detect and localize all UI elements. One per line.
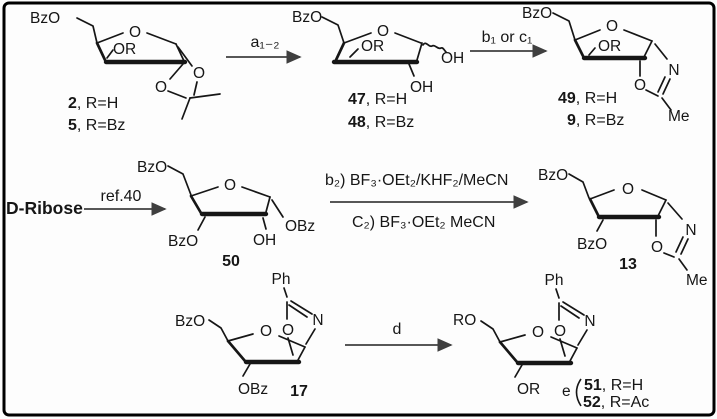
structure-50: BzO O OBz OH BzO 50 xyxy=(137,159,315,270)
reagent-label-b2: b₂) BF₃·OEt₂/KHF₂/MeCN xyxy=(325,172,508,189)
step-e-group: e 51, R=H 52, R=Ac xyxy=(562,377,649,411)
compound-substituent: , R=Bz xyxy=(576,112,624,129)
label-bzo-top: BzO xyxy=(538,167,568,184)
label-ph: Ph xyxy=(272,271,291,288)
compound-label-9: 9, R=Bz xyxy=(567,112,624,129)
label-bzo-top: BzO xyxy=(137,159,167,176)
compound-substituent: , R=H xyxy=(77,95,118,112)
compound-number: 9 xyxy=(567,112,576,129)
bonds-50 xyxy=(167,165,284,231)
structure-51-52: Ph RO O O N OR xyxy=(453,272,596,398)
ring-oxygen: O xyxy=(606,18,618,35)
label-bzo: BzO xyxy=(30,10,60,27)
label-anomeric-oh: OH xyxy=(441,50,464,67)
compound-label-49: 49, R=H xyxy=(558,90,617,107)
reagent-label-e: e xyxy=(562,383,571,400)
compound-label-51: 51, R=H xyxy=(584,377,643,394)
label-obz: OBz xyxy=(238,381,268,398)
bonds-17 xyxy=(208,287,316,377)
oxazoline-nitrogen: N xyxy=(668,62,679,79)
label-or: OR xyxy=(517,381,540,398)
compound-label-13: 13 xyxy=(619,256,637,273)
reagent-label-ref40: ref.40 xyxy=(101,188,142,205)
label-bzo-bottom: BzO xyxy=(577,236,607,253)
compound-label-50: 50 xyxy=(222,253,240,270)
label-or: OR xyxy=(598,38,621,55)
label-me: Me xyxy=(668,108,690,125)
acetonide-oxygen-2: O xyxy=(155,79,167,96)
reaction-arrow-d: d xyxy=(345,321,453,352)
acetonide-oxygen-1: O xyxy=(193,65,205,82)
compound-number: 5 xyxy=(68,117,77,134)
label-bzo: BzO xyxy=(175,313,205,330)
oxazoline-oxygen: O xyxy=(634,77,646,94)
oxazoline-nitrogen: N xyxy=(584,313,595,330)
bonds-13 xyxy=(568,173,689,271)
compound-substituent: , R=H xyxy=(602,377,643,394)
label-ro: RO xyxy=(453,312,476,329)
compound-substituent: , R=H xyxy=(576,90,617,107)
compound-number: 52 xyxy=(583,394,601,411)
compound-label-2: 2, R=H xyxy=(68,95,118,112)
bonds-51-52 xyxy=(480,288,588,378)
label-ph: Ph xyxy=(545,272,564,289)
structure-49-9: BzO O OR N O Me 49, R=H 9, R=Bz xyxy=(522,5,690,129)
reaction-arrow-b1c1: b₁ or c₁ xyxy=(470,29,548,58)
label-bzo: BzO xyxy=(292,9,322,26)
wavy-anomeric-bond xyxy=(422,42,447,53)
bonds-49-9 xyxy=(552,12,672,111)
label-or: OR xyxy=(361,38,384,55)
structure-2-5: BzO O OR O O 2, R=H 5, R=Bz xyxy=(30,10,221,134)
label-or: OR xyxy=(113,41,136,58)
reagent-label-a: a₁₋₂ xyxy=(251,34,280,51)
label-bzo: BzO xyxy=(522,5,552,22)
label-obz: OBz xyxy=(285,218,315,235)
ring-oxygen: O xyxy=(129,24,141,41)
label-oh: OH xyxy=(410,79,433,96)
bonds-2-5 xyxy=(76,17,221,120)
start-material-label: D-Ribose xyxy=(6,198,83,218)
label-me: Me xyxy=(686,272,708,289)
ring-oxygen: O xyxy=(377,23,389,40)
oxazoline-nitrogen: N xyxy=(312,312,323,329)
oxazoline-nitrogen: N xyxy=(685,222,696,239)
reagent-label-d: d xyxy=(393,321,402,338)
compound-substituent: , R=Bz xyxy=(77,117,125,134)
compound-number: 47 xyxy=(348,91,366,108)
ring-oxygen: O xyxy=(224,177,236,194)
ring-oxygen: O xyxy=(260,323,272,340)
compound-number: 51 xyxy=(584,377,602,394)
structure-13: BzO O BzO N O Me 13 xyxy=(538,167,708,289)
compound-label-48: 48, R=Bz xyxy=(348,114,414,131)
structure-47-48: BzO O OR OH OH 47, R=H 48, R=Bz xyxy=(292,9,464,131)
label-oh: OH xyxy=(253,232,276,249)
structure-17: Ph BzO O O N OBz 17 xyxy=(175,271,324,400)
label-bzo-bottom: BzO xyxy=(168,233,198,250)
compound-number: 48 xyxy=(348,114,366,131)
reaction-arrow-b2c2: b₂) BF₃·OEt₂/KHF₂/MeCN C₂) BF₃·OEt₂ MeCN xyxy=(325,172,529,231)
ring-oxygen: O xyxy=(532,324,544,341)
compound-label-52: 52, R=Ac xyxy=(583,394,649,411)
compound-label-47: 47, R=H xyxy=(348,91,407,108)
compound-number: 49 xyxy=(558,90,576,107)
compound-substituent: , R=Bz xyxy=(366,114,414,131)
oxazoline-oxygen: O xyxy=(554,323,566,340)
compound-number: 2 xyxy=(68,95,77,112)
reaction-arrow-a: a₁₋₂ xyxy=(226,34,302,64)
compound-substituent: , R=Ac xyxy=(601,394,649,411)
oxazoline-oxygen: O xyxy=(651,239,663,256)
oxazoline-oxygen: O xyxy=(282,322,294,339)
reagent-label-b1c1: b₁ or c₁ xyxy=(482,29,533,46)
reaction-arrow-ref40: ref.40 xyxy=(84,188,167,216)
compound-label-17: 17 xyxy=(290,383,308,400)
reagent-label-c2: C₂) BF₃·OEt₂ MeCN xyxy=(352,214,495,231)
ring-oxygen: O xyxy=(622,181,634,198)
brace xyxy=(575,378,582,407)
compound-label-5: 5, R=Bz xyxy=(68,117,125,134)
bonds-47-48 xyxy=(321,16,447,77)
compound-substituent: , R=H xyxy=(366,91,407,108)
